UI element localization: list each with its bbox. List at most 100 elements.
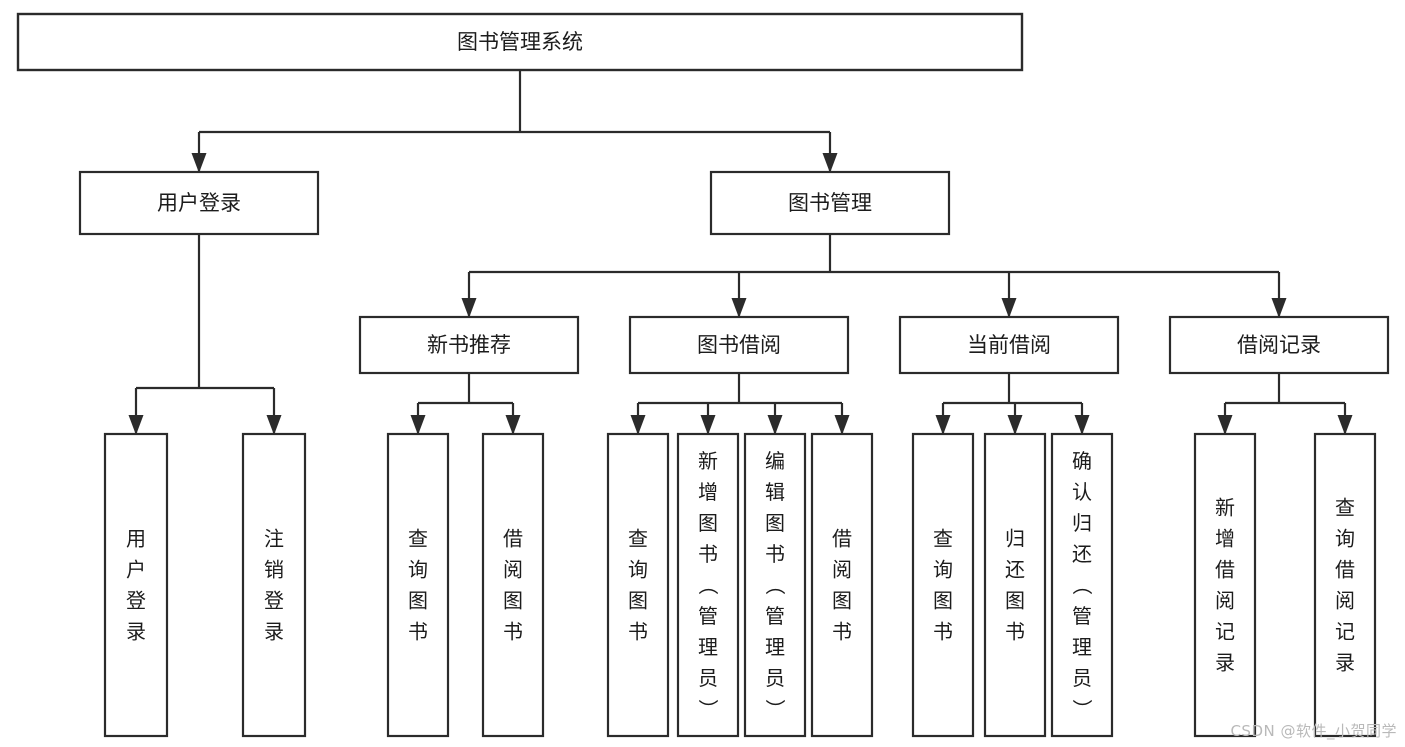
node-box[interactable] bbox=[810, 432, 874, 738]
label-char: 询 bbox=[628, 558, 648, 582]
node-box[interactable] bbox=[898, 315, 1120, 375]
label-char: 书 bbox=[408, 620, 428, 644]
node-box[interactable] bbox=[358, 315, 580, 375]
label-char: 书 bbox=[765, 542, 785, 566]
arrow-icon bbox=[630, 415, 646, 435]
arrow-icon bbox=[505, 415, 521, 435]
label-char: 书 bbox=[628, 620, 648, 644]
node-root[interactable]: 图书管理系统 bbox=[16, 12, 1024, 72]
edge-bookmanage-children bbox=[461, 234, 1287, 318]
label-char: 新 bbox=[1215, 496, 1235, 520]
node-box[interactable] bbox=[16, 12, 1024, 72]
node-box[interactable] bbox=[481, 432, 545, 738]
label-char: 新 bbox=[698, 449, 718, 473]
node-box[interactable] bbox=[606, 432, 670, 738]
label-char: 归 bbox=[1005, 527, 1025, 551]
node-box[interactable] bbox=[1313, 432, 1377, 738]
node-box[interactable] bbox=[103, 432, 169, 738]
label-char: ） bbox=[1070, 699, 1094, 719]
arrow-icon bbox=[128, 415, 144, 435]
label-char: 书 bbox=[933, 620, 953, 644]
label-char: 图 bbox=[832, 589, 852, 613]
node-label: 借阅记录 bbox=[1237, 333, 1321, 357]
node-box[interactable] bbox=[911, 432, 975, 738]
node-new-book-rec[interactable]: 新书推荐 bbox=[358, 315, 580, 375]
label-char: 录 bbox=[1335, 651, 1355, 675]
edge-userlogin-children bbox=[128, 234, 282, 435]
label-char: 借 bbox=[832, 527, 852, 551]
label-char: 借 bbox=[503, 527, 523, 551]
node-box[interactable] bbox=[628, 315, 850, 375]
label-char: ） bbox=[696, 699, 720, 719]
arrow-icon bbox=[1074, 415, 1090, 435]
label-char: ） bbox=[763, 699, 787, 719]
label-char: 图 bbox=[698, 511, 718, 535]
arrow-icon bbox=[1007, 415, 1023, 435]
label-char: 记 bbox=[1215, 620, 1235, 644]
arrow-icon bbox=[191, 153, 207, 173]
arrow-icon bbox=[1271, 298, 1287, 318]
node-book-borrow[interactable]: 图书借阅 bbox=[628, 315, 850, 375]
node-box[interactable] bbox=[241, 432, 307, 738]
node-box[interactable] bbox=[743, 432, 807, 738]
node-box[interactable] bbox=[78, 170, 320, 236]
label-char: 认 bbox=[1072, 480, 1092, 504]
node-box[interactable] bbox=[709, 170, 951, 236]
node-book-manage[interactable]: 图书管理 bbox=[709, 170, 951, 236]
label-char: 增 bbox=[1215, 527, 1235, 551]
edge-root-children bbox=[191, 70, 838, 173]
label-char: 注 bbox=[264, 527, 284, 551]
arrow-icon bbox=[834, 415, 850, 435]
node-box[interactable] bbox=[676, 432, 740, 738]
label-char: 录 bbox=[126, 620, 146, 644]
node-user-login[interactable]: 用户登录 bbox=[78, 170, 320, 236]
node-box[interactable] bbox=[1193, 432, 1257, 738]
label-char: 登 bbox=[264, 589, 284, 613]
node-box[interactable] bbox=[1168, 315, 1390, 375]
label-char: 户 bbox=[126, 558, 146, 582]
label-char: 书 bbox=[1005, 620, 1025, 644]
node-leaf-user-login[interactable]: 用户登录 bbox=[103, 432, 169, 738]
edge-bookborrow-children bbox=[630, 373, 850, 435]
node-box[interactable] bbox=[983, 432, 1047, 738]
node-borrow-record[interactable]: 借阅记录 bbox=[1168, 315, 1390, 375]
label-char: 书 bbox=[698, 542, 718, 566]
label-char: 图 bbox=[765, 511, 785, 535]
label-char: 员 bbox=[765, 666, 785, 690]
label-char: 借 bbox=[1215, 558, 1235, 582]
arrow-icon bbox=[1337, 415, 1353, 435]
node-current-borrow[interactable]: 当前借阅 bbox=[898, 315, 1120, 375]
node-label: 图书管理 bbox=[788, 191, 872, 215]
label-char: 理 bbox=[1072, 635, 1092, 659]
label-char: 编 bbox=[765, 449, 785, 473]
node-box[interactable] bbox=[386, 432, 450, 738]
label-char: 增 bbox=[698, 480, 718, 504]
label-char: 图 bbox=[933, 589, 953, 613]
node-box[interactable] bbox=[1050, 432, 1114, 738]
label-char: 借 bbox=[1335, 558, 1355, 582]
node-label: 用户登录 bbox=[157, 191, 241, 215]
label-char: 书 bbox=[503, 620, 523, 644]
arrow-icon bbox=[700, 415, 716, 435]
node-layer: 图书管理系统用户登录图书管理新书推荐图书借阅当前借阅借阅记录用户登录注销登录查询… bbox=[16, 12, 1390, 738]
